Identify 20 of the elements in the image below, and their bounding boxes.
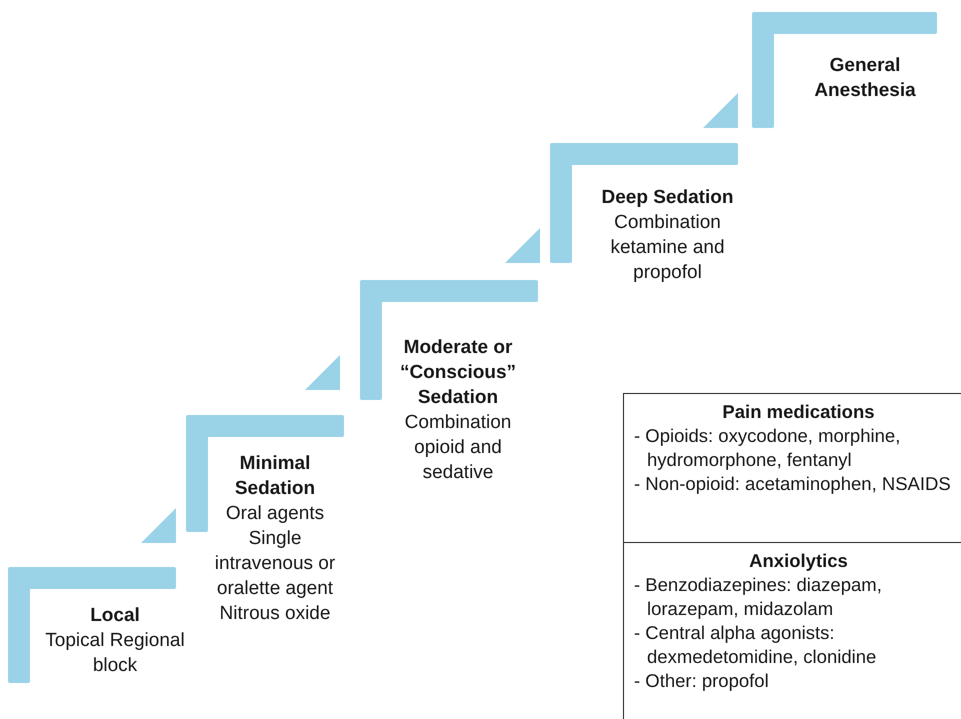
step-description: Combination opioid and sedative xyxy=(404,411,512,485)
step-title: Local xyxy=(89,604,141,628)
step-title: Minimal Sedation xyxy=(234,452,316,501)
step-description: Oral agents Single intravenous or oralette agent Nitrous oxide xyxy=(214,502,336,626)
step-description: Combination ketamine and propofol xyxy=(609,211,726,285)
drug-list-panel xyxy=(623,393,961,543)
list-item: - Central alpha agonists: dexmedetomidine, clonidine xyxy=(634,621,878,669)
panel-heading: Pain medications xyxy=(721,400,876,424)
stair-step xyxy=(186,415,344,532)
step-title: General Anesthesia xyxy=(813,54,917,103)
list-item: - Other: propofol xyxy=(634,669,770,693)
list-item: - Non-opioid: acetaminophen, NSAIDS xyxy=(634,472,952,496)
panel-heading: Anxiolytics xyxy=(748,549,849,573)
step-title: Deep Sedation xyxy=(600,186,734,210)
stair-step xyxy=(752,12,937,128)
step-title: Moderate or “Conscious” Sedation xyxy=(398,336,518,410)
step-description: Topical Regional block xyxy=(44,629,186,678)
list-item: - Benzodiazepines: diazepam, lorazepam, midazolam xyxy=(634,573,883,621)
list-item: - Opioids: oxycodone, morphine, hydromorphone, fentanyl xyxy=(634,424,902,472)
stair-step xyxy=(550,143,738,263)
